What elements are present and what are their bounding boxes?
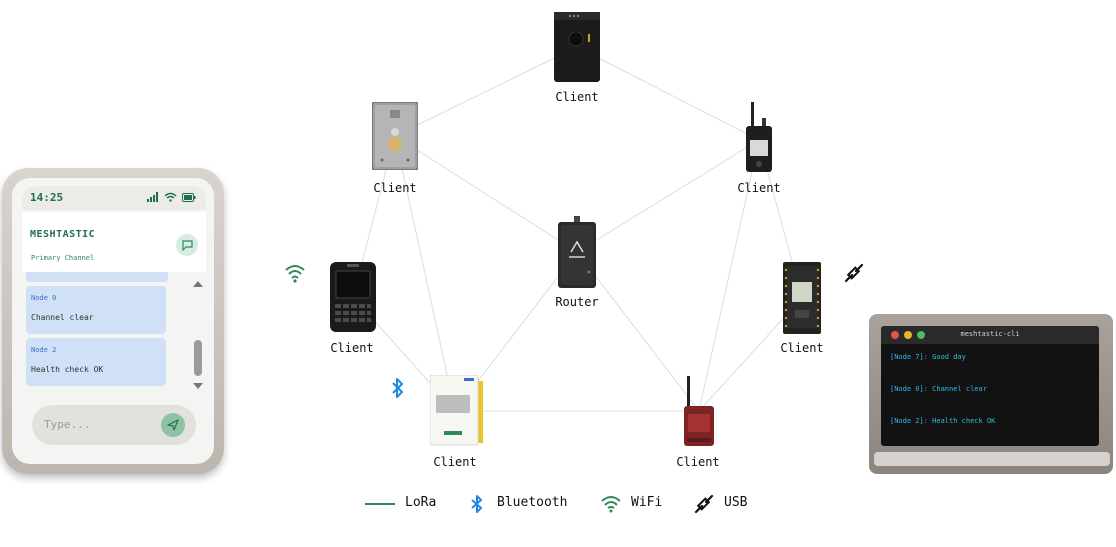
- legend-wifi-label: WiFi: [631, 495, 663, 510]
- message-bubble: Node 2 Health check OK: [26, 338, 166, 386]
- battery-icon: [182, 192, 196, 202]
- minimize-dot-icon[interactable]: [904, 331, 912, 339]
- device-mid-right-client: [783, 262, 821, 334]
- legend-wifi-icon: [601, 496, 621, 513]
- terminal-line: [Node 0]: Channel clear: [890, 385, 987, 393]
- terminal-line: [Node 2]: Health check OK: [890, 417, 996, 425]
- node-label-upper-left: Client: [373, 181, 417, 195]
- laptop-base: [874, 452, 1110, 466]
- previous-message: [26, 272, 168, 282]
- node-label-bottom-right: Client: [676, 455, 720, 469]
- message-text: Channel clear: [31, 313, 94, 322]
- scroll-up-icon: [193, 281, 203, 287]
- phone-app-header: MESHTASTIC Primary Channel: [22, 212, 206, 272]
- node-label-mid-right: Client: [780, 341, 824, 355]
- message-bubble: Node 0 Channel clear: [26, 286, 166, 334]
- device-mid-left-client: [330, 262, 376, 332]
- node-label-router: Router: [555, 295, 599, 309]
- mesh-link-top-upper-right: [576, 46, 760, 141]
- maximize-dot-icon[interactable]: [917, 331, 925, 339]
- mesh-link-top-upper-left: [394, 46, 578, 137]
- message-sender: Node 2: [31, 346, 57, 354]
- device-top-client: [554, 12, 600, 82]
- node-label-upper-right: Client: [737, 181, 781, 195]
- mesh-link-upper-right-bottom-right: [698, 139, 760, 412]
- legend-bluetooth-label: Bluetooth: [497, 495, 568, 510]
- mesh-link-router-bottom-right: [576, 251, 700, 412]
- terminal-title: meshtastic-cli: [960, 330, 1020, 338]
- message-input-placeholder: Type...: [44, 418, 91, 431]
- terminal-line: [Node 7]: Good day: [890, 353, 966, 361]
- legend-bluetooth-icon: [471, 495, 482, 513]
- usb-icon: [844, 263, 864, 283]
- device-router: [558, 216, 596, 288]
- device-upper-left-client: [372, 102, 418, 170]
- device-bottom-right-client: [684, 376, 714, 446]
- phone-status-bar: 14:25: [22, 186, 206, 210]
- node-label-bottom-left: Client: [433, 455, 477, 469]
- message-input[interactable]: Type...: [32, 405, 196, 445]
- node-label-mid-left: Client: [330, 341, 374, 355]
- send-button[interactable]: [161, 413, 185, 437]
- device-bottom-left-client: [430, 375, 483, 446]
- mesh-link-upper-left-router: [394, 135, 578, 253]
- message-text: Health check OK: [31, 365, 104, 374]
- scroll-down-icon: [193, 383, 203, 389]
- mesh-link-upper-left-bottom-left: [394, 135, 456, 412]
- legend-lora-label: LoRa: [405, 495, 437, 510]
- channel-name: Primary Channel: [31, 254, 95, 262]
- phone-wifi-icon: [164, 192, 177, 202]
- wifi-icon: [285, 265, 305, 283]
- node-label-top: Client: [555, 90, 599, 104]
- chat-bubble-icon: [181, 239, 193, 251]
- phone-time: 14:25: [30, 191, 64, 204]
- terminal-window: meshtastic-cli [Node 7]: Good day [Node …: [881, 326, 1099, 446]
- close-dot-icon[interactable]: [891, 331, 899, 339]
- legend-lora-line-icon: [365, 503, 395, 505]
- app-title: MESHTASTIC: [30, 229, 96, 240]
- send-icon: [167, 419, 179, 431]
- message-sender: Node 0: [31, 294, 57, 302]
- bluetooth-icon: [392, 378, 403, 398]
- legend-usb-label: USB: [724, 495, 748, 510]
- terminal-title-bar: meshtastic-cli: [881, 326, 1099, 344]
- mesh-link-upper-right-router: [576, 139, 760, 253]
- device-upper-right-client: [746, 102, 772, 172]
- legend-usb-icon: [694, 494, 714, 514]
- chat-button[interactable]: [176, 234, 198, 256]
- message-scrollbar[interactable]: [190, 278, 206, 394]
- signal-icon: [147, 192, 158, 202]
